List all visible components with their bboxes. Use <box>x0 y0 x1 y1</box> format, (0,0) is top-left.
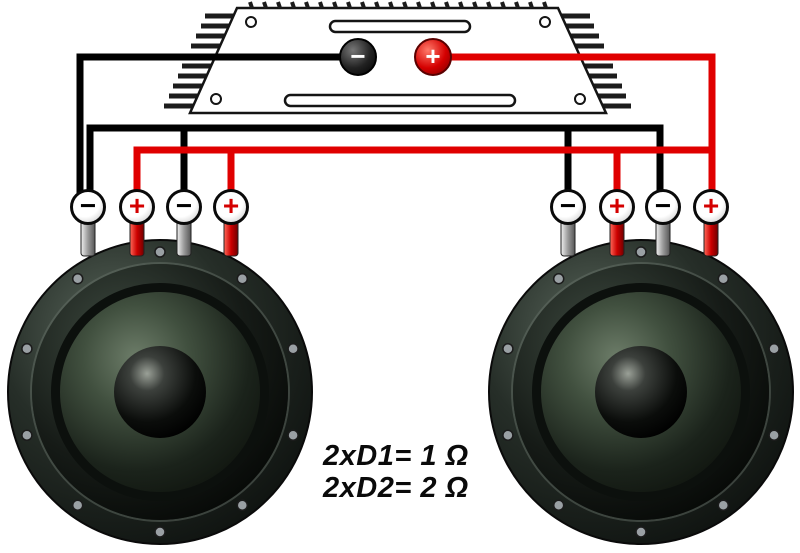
amp-bottom-vent <box>283 93 517 108</box>
sub2-terminal4-positive: + <box>693 189 729 225</box>
sub2-terminal2-symbol: + <box>608 190 626 221</box>
sub2-terminal3-symbol: − <box>654 190 672 221</box>
sub1-terminal1-symbol: − <box>79 190 97 221</box>
sub1-terminal3-negative: − <box>166 189 202 225</box>
sub2-terminal3-negative: − <box>645 189 681 225</box>
impedance-caption-line2: 2xD2= 2 Ω <box>323 472 469 505</box>
sub2-terminal1-negative: − <box>550 189 586 225</box>
sub1-terminal2-symbol: + <box>128 190 146 221</box>
sub1-terminal2-positive: + <box>119 189 155 225</box>
amp-negative-terminal: − <box>339 38 377 76</box>
sub2-terminal1-symbol: − <box>559 190 577 221</box>
amp-top-fins <box>248 1 548 9</box>
wire-negative-bus <box>86 124 664 196</box>
left-subwoofer <box>8 240 312 544</box>
sub1-terminal4-symbol: + <box>222 190 240 221</box>
amp-positive-terminal: + <box>414 38 452 76</box>
amp-top-vent <box>328 19 472 34</box>
amp-negative-symbol: − <box>350 41 366 71</box>
wire-positive-bus <box>133 146 712 196</box>
sub2-terminal4-symbol: + <box>702 190 720 221</box>
impedance-caption: 2xD1= 1 Ω 2xD2= 2 Ω <box>323 440 469 505</box>
sub1-terminal4-positive: + <box>213 189 249 225</box>
amp-positive-symbol: + <box>425 41 441 71</box>
sub2-terminal2-positive: + <box>599 189 635 225</box>
wire-negative-amp-to-sub1 <box>76 53 358 200</box>
amp-screws <box>210 16 586 105</box>
impedance-caption-line1: 2xD1= 1 Ω <box>323 440 469 472</box>
right-subwoofer <box>489 240 793 544</box>
sub1-terminal1-negative: − <box>70 189 106 225</box>
sub1-terminal3-symbol: − <box>175 190 193 221</box>
